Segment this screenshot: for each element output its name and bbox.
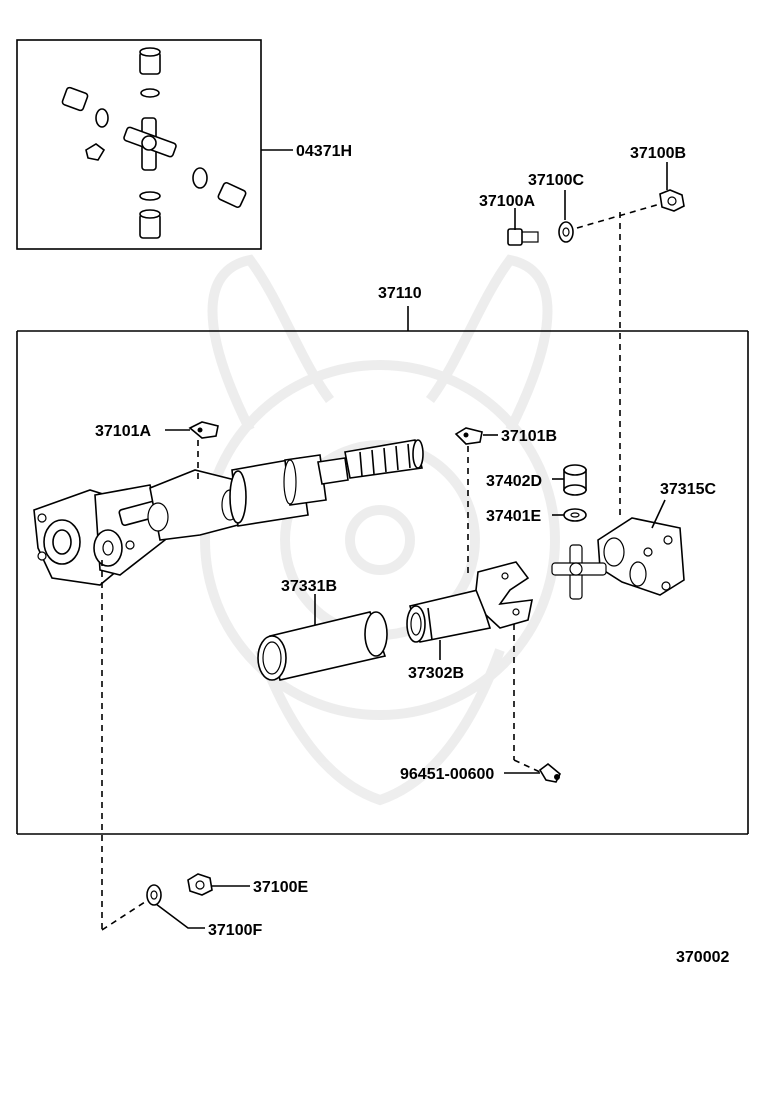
label-yoke-c: 37315C [660, 481, 716, 498]
grease-fitting-icon [538, 762, 561, 783]
washer-b-icon [454, 427, 483, 445]
label-grease-fitting: 96451-00600 [400, 766, 494, 783]
label-shaft-assy: 37110 [378, 285, 422, 302]
propeller-shaft-icon [33, 439, 424, 586]
bushing-icon [563, 464, 587, 496]
watermark-emblem [200, 254, 560, 806]
seal-icon [563, 508, 587, 522]
label-nut-b: 37100B [630, 145, 686, 162]
assembly-box [16, 330, 749, 835]
washer-f-icon [146, 884, 162, 906]
bolt-icon [507, 228, 539, 246]
nut-icon [659, 189, 685, 212]
nut-e-icon [187, 873, 213, 896]
label-yoke-b: 37302B [408, 665, 464, 682]
label-washer-c: 37100C [528, 172, 584, 189]
spider-kit-parts-icon [61, 47, 247, 239]
label-washer-a: 37101A [95, 423, 151, 440]
washer-a-icon [188, 421, 219, 439]
slip-yoke-icon [406, 561, 534, 643]
label-fitting-e: 37401E [486, 508, 541, 525]
sleeve-icon [257, 611, 388, 681]
flange-yoke-icon [551, 517, 685, 600]
washer-icon [558, 221, 574, 243]
label-nut-e: 37100E [253, 879, 308, 896]
label-bolt: 37100A [479, 193, 535, 210]
label-washer-b: 37101B [501, 428, 557, 445]
label-washer-f: 37100F [208, 922, 262, 939]
label-fitting-d: 37402D [486, 473, 542, 490]
diagram-id: 370002 [676, 949, 729, 966]
label-kit: 04371H [296, 143, 352, 160]
kit-box [16, 39, 293, 250]
label-sleeve: 37331B [281, 578, 337, 595]
